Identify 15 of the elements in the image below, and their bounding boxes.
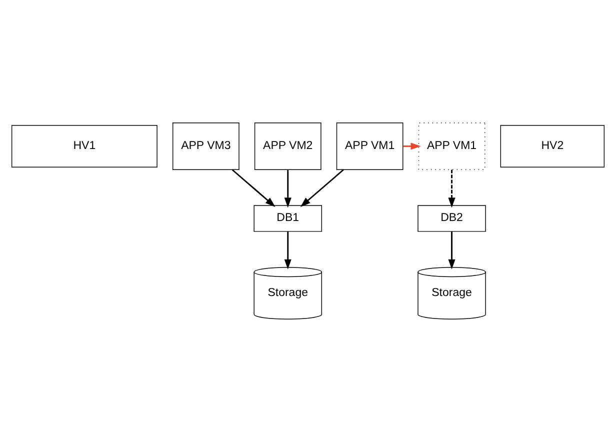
- node-box: APP VM2: [254, 122, 322, 170]
- node-box: HV1: [11, 124, 158, 167]
- arrow: [284, 231, 292, 269]
- node-box: APP VM3: [172, 122, 240, 170]
- node-box: APP VM1: [418, 122, 486, 170]
- arrow: [232, 168, 276, 206]
- arrow: [300, 168, 344, 206]
- arrow: [448, 169, 456, 208]
- node-box: APP VM1: [336, 122, 404, 170]
- node-box: DB1: [254, 204, 322, 232]
- node-box: HV2: [500, 124, 605, 167]
- node-box: DB2: [418, 204, 486, 232]
- arrow: [448, 231, 456, 269]
- arrow: [284, 169, 292, 208]
- arrow: [403, 142, 421, 150]
